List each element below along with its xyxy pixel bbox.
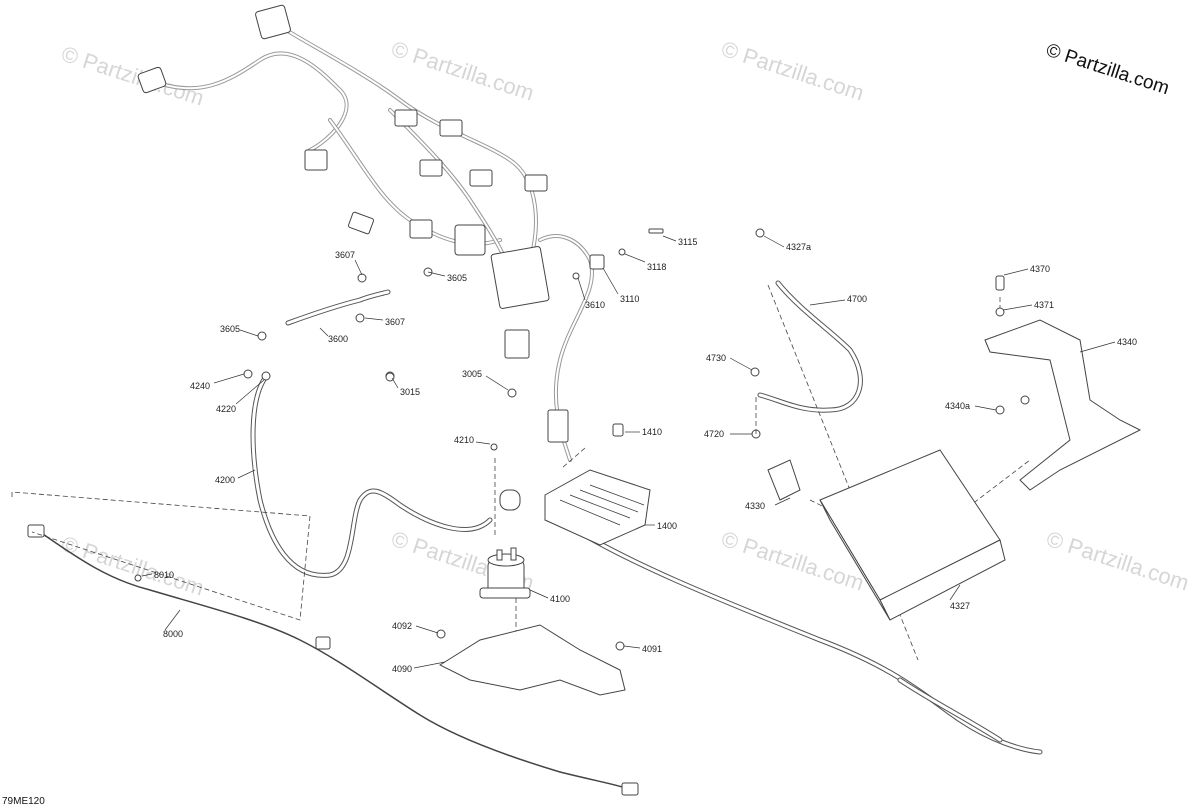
- callout-1400: 1400: [657, 521, 677, 531]
- callout-4240: 4240: [190, 381, 210, 391]
- callout-4340: 4340: [1117, 337, 1137, 347]
- callout-4210: 4210: [454, 435, 474, 445]
- callout-3118: 3118: [647, 262, 666, 272]
- watermark: © Partzilla.com: [58, 41, 207, 111]
- callout-1410: 1410: [642, 427, 662, 437]
- callout-4220: 4220: [216, 404, 236, 414]
- ground-strap-3600: [257, 267, 433, 341]
- wire-8000: [27, 524, 639, 796]
- mounting-plate-4090: [436, 624, 626, 696]
- solenoid-4100: [479, 489, 531, 599]
- callout-3005: 3005: [462, 369, 482, 379]
- callout-3115: 3115: [678, 237, 697, 247]
- callout-3607: 3607: [385, 317, 405, 327]
- callout-3605: 3605: [447, 273, 467, 283]
- callout-4720: 4720: [704, 429, 724, 439]
- callout-8000: 8000: [163, 629, 183, 639]
- cable-4700: [750, 228, 863, 439]
- callout-4091: 4091: [642, 644, 662, 654]
- leader-lines: [141, 235, 1116, 669]
- callout-4370: 4370: [1030, 264, 1050, 274]
- watermark: © Partzilla.com: [718, 36, 867, 106]
- callout-3605: 3605: [220, 324, 240, 334]
- callout-4327: 4327: [950, 601, 970, 611]
- callout-4371: 4371: [1034, 300, 1054, 310]
- callout-3110: 3110: [620, 294, 639, 304]
- watermark: © Partzilla.com: [58, 531, 207, 601]
- callout-4200: 4200: [215, 475, 235, 485]
- callouts: 3115 3118 3110 3610 3607 3605 3607 3605 …: [154, 237, 1137, 674]
- watermark: © Partzilla.com: [1043, 526, 1192, 596]
- battery-4327: [767, 449, 1006, 621]
- callout-3607: 3607: [335, 250, 355, 260]
- callout-3015: 3015: [400, 387, 420, 397]
- callout-3600: 3600: [328, 334, 348, 344]
- callout-4700: 4700: [847, 294, 867, 304]
- copyright-text: © Partzilla.com: [1043, 40, 1171, 100]
- callout-4330: 4330: [745, 501, 765, 511]
- main-wiring-harness: [137, 4, 594, 462]
- callout-4092: 4092: [392, 621, 412, 631]
- callout-3610: 3610: [585, 300, 605, 310]
- watermark: © Partzilla.com: [388, 36, 537, 106]
- callout-8010: 8010: [154, 570, 174, 580]
- callout-4100: 4100: [550, 594, 570, 604]
- main-ground-cable: [557, 517, 1043, 755]
- bracket-4340: [984, 275, 1142, 491]
- diagram-code: 79ME120: [2, 796, 45, 807]
- hardware: [385, 228, 664, 451]
- callout-4327a: 4327a: [786, 242, 811, 252]
- callout-4730: 4730: [706, 353, 726, 363]
- callout-4340a: 4340a: [945, 401, 970, 411]
- callout-4090: 4090: [392, 664, 412, 674]
